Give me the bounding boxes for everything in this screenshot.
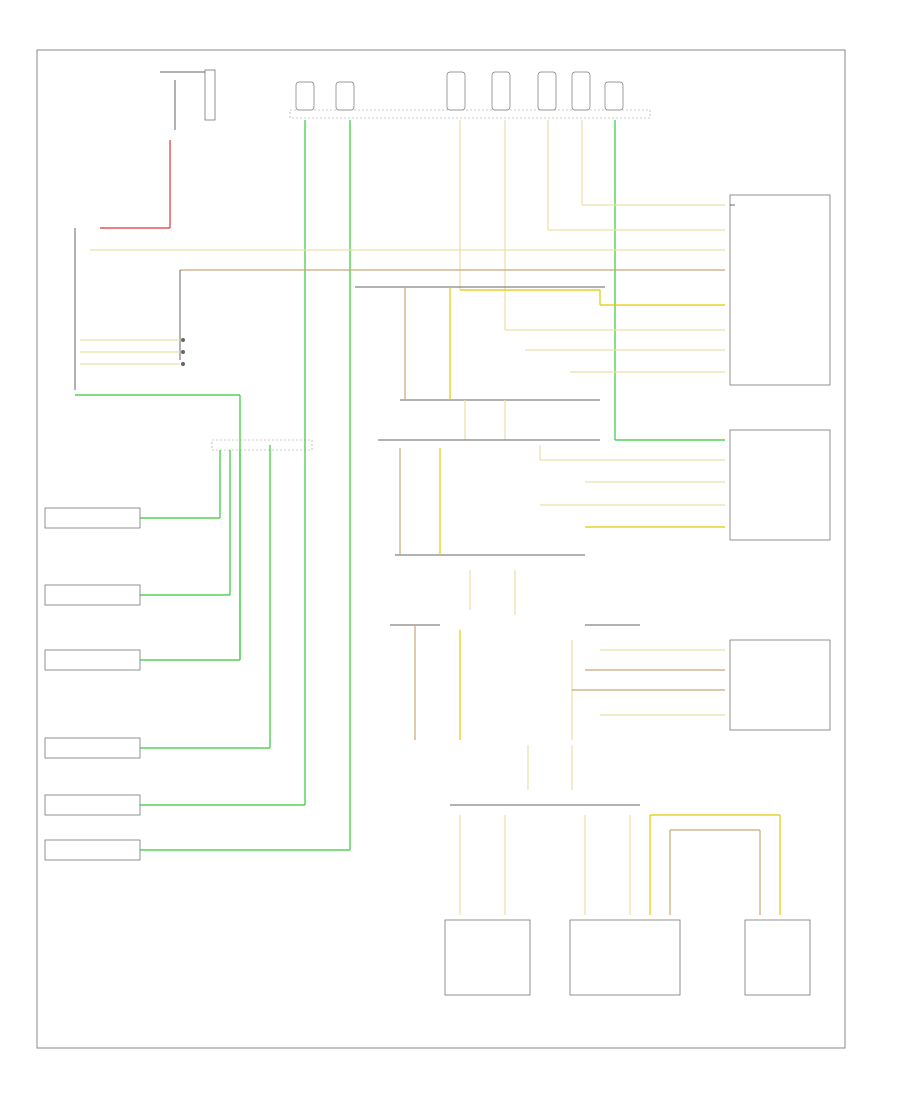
middle-splice-pack-3 <box>390 570 725 740</box>
splice-block <box>140 439 350 851</box>
left-module-1 <box>44 507 141 529</box>
left-module-5 <box>44 794 141 861</box>
diagram-frame <box>36 49 846 1049</box>
left-module-4 <box>44 737 141 759</box>
top-power-section <box>100 69 651 229</box>
bottom-module-2 <box>569 919 681 996</box>
bottom-module-3 <box>744 919 811 996</box>
middle-splice-pack-2 <box>378 439 725 556</box>
left-connector-block <box>74 228 185 390</box>
right-module-bottom <box>729 639 831 731</box>
right-module-top <box>729 194 831 386</box>
middle-splice-pack-1 <box>355 286 605 440</box>
horizontal-wires <box>75 204 725 660</box>
right-module-mid <box>729 429 831 541</box>
left-module-3 <box>44 649 141 671</box>
top-connector-row <box>295 71 624 111</box>
left-module-2 <box>44 584 141 606</box>
bottom-module-1 <box>444 919 531 996</box>
bottom-splice <box>450 745 781 915</box>
vertical-wires <box>269 120 616 850</box>
